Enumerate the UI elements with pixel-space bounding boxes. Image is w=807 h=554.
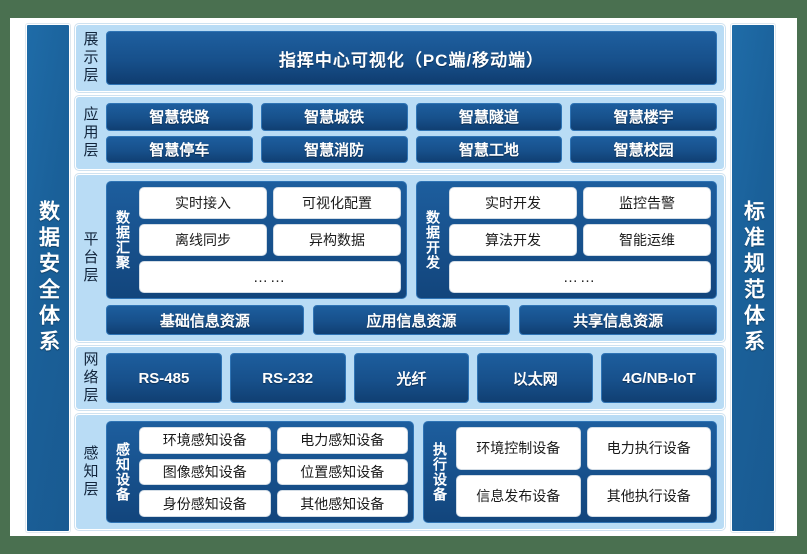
- layer-perception-label-text: 感知层: [81, 445, 99, 499]
- layer-network-label-text: 网络层: [81, 351, 99, 405]
- layer-platform: 平台层 数据汇聚 实时接入 可视化配置: [75, 174, 725, 342]
- layer-network-label: 网络层: [76, 347, 104, 409]
- network-item-rs232[interactable]: RS-232: [229, 353, 346, 403]
- app-item-smart-parking[interactable]: 智慧停车: [106, 135, 253, 163]
- group-data-aggregation-title-text: 数据汇聚: [115, 210, 131, 270]
- layer-display-label-text: 展示层: [81, 31, 99, 85]
- aggregation-item-heterogeneous-data[interactable]: 异构数据: [273, 224, 401, 256]
- resource-item-application-info[interactable]: 应用信息资源: [312, 305, 511, 335]
- actuator-row-2: 信息发布设备 其他执行设备: [456, 474, 712, 517]
- aggregation-row-3: ……: [139, 261, 401, 293]
- resource-item-shared-info[interactable]: 共享信息资源: [519, 305, 718, 335]
- layer-perception-body: 感知设备 环境感知设备 电力感知设备 图像感知设备 位置感知设备: [104, 415, 724, 529]
- group-data-development: 数据开发 实时开发 监控告警 算法开发 智能运维: [416, 181, 717, 299]
- app-item-smart-building[interactable]: 智慧楼宇: [570, 103, 717, 131]
- sensing-item-location[interactable]: 位置感知设备: [276, 458, 409, 486]
- sensing-item-environment[interactable]: 环境感知设备: [139, 427, 271, 454]
- network-item-rs485[interactable]: RS-485: [106, 353, 222, 403]
- app-item-smart-metro[interactable]: 智慧城铁: [260, 103, 408, 131]
- aggregation-item-visual-config[interactable]: 可视化配置: [273, 187, 401, 219]
- platform-groups: 数据汇聚 实时接入 可视化配置 离线同步 异构数据: [106, 181, 717, 299]
- actuator-item-environment-control[interactable]: 环境控制设备: [456, 427, 581, 470]
- development-item-realtime-dev[interactable]: 实时开发: [449, 187, 577, 219]
- group-data-aggregation-grid: 实时接入 可视化配置 离线同步 异构数据 ……: [139, 187, 401, 293]
- display-banner[interactable]: 指挥中心可视化（PC端/移动端）: [106, 31, 717, 85]
- sensing-item-identity[interactable]: 身份感知设备: [139, 490, 271, 518]
- group-data-aggregation: 数据汇聚 实时接入 可视化配置 离线同步 异构数据: [106, 181, 407, 299]
- layer-perception-label: 感知层: [76, 415, 104, 529]
- aggregation-item-offline-sync[interactable]: 离线同步: [139, 224, 267, 256]
- layer-application-label: 应用层: [76, 97, 104, 169]
- app-item-smart-railway[interactable]: 智慧铁路: [106, 103, 253, 131]
- pillar-data-security: 数据安全体系: [26, 24, 70, 532]
- actuator-item-other[interactable]: 其他执行设备: [586, 474, 712, 517]
- layer-platform-label-text: 平台层: [81, 231, 99, 285]
- layer-display-body: 指挥中心可视化（PC端/移动端）: [104, 25, 724, 91]
- development-item-more[interactable]: ……: [449, 261, 711, 293]
- layer-application-body: 智慧铁路 智慧城铁 智慧隧道 智慧楼宇 智慧停车 智慧消防 智慧工地 智慧校园: [104, 97, 724, 169]
- layer-platform-label: 平台层: [76, 175, 104, 341]
- network-item-4g-nbiot[interactable]: 4G/NB-IoT: [601, 353, 717, 403]
- network-item-ethernet[interactable]: 以太网: [477, 353, 594, 403]
- pillar-left-label: 数据安全体系: [36, 200, 60, 356]
- application-row-2: 智慧停车 智慧消防 智慧工地 智慧校园: [106, 135, 717, 163]
- actuator-row-1: 环境控制设备 电力执行设备: [456, 427, 712, 470]
- sensing-row-3: 身份感知设备 其他感知设备: [139, 490, 409, 518]
- aggregation-item-more[interactable]: ……: [139, 261, 401, 293]
- sensing-item-other[interactable]: 其他感知设备: [276, 490, 409, 518]
- network-item-fiber[interactable]: 光纤: [353, 353, 470, 403]
- group-actuator-devices-title: 执行设备: [429, 427, 451, 517]
- layer-application: 应用层 智慧铁路 智慧城铁 智慧隧道 智慧楼宇 智慧停车 智慧消防 智慧工地 智…: [75, 96, 725, 170]
- development-row-2: 算法开发 智能运维: [449, 224, 711, 256]
- layer-display-label: 展示层: [76, 25, 104, 91]
- group-actuator-devices-title-text: 执行设备: [432, 442, 449, 502]
- group-data-development-grid: 实时开发 监控告警 算法开发 智能运维 ……: [449, 187, 711, 293]
- sensing-row-2: 图像感知设备 位置感知设备: [139, 458, 409, 486]
- group-data-development-title-text: 数据开发: [425, 210, 441, 270]
- aggregation-item-realtime-access[interactable]: 实时接入: [139, 187, 267, 219]
- layer-application-label-text: 应用层: [81, 106, 99, 160]
- aggregation-row-1: 实时接入 可视化配置: [139, 187, 401, 219]
- sensing-item-image[interactable]: 图像感知设备: [139, 458, 271, 486]
- diagram-canvas: 数据安全体系 标准规范体系 展示层 指挥中心可视化（PC端/移动端） 应用层 智…: [10, 18, 797, 536]
- pillar-standards: 标准规范体系: [731, 24, 775, 532]
- application-row-1: 智慧铁路 智慧城铁 智慧隧道 智慧楼宇: [106, 103, 717, 131]
- development-item-monitor-alarm[interactable]: 监控告警: [583, 187, 711, 219]
- actuator-item-info-publishing[interactable]: 信息发布设备: [456, 474, 581, 517]
- resource-item-basic-info[interactable]: 基础信息资源: [106, 305, 304, 335]
- development-row-1: 实时开发 监控告警: [449, 187, 711, 219]
- group-actuator-devices: 执行设备 环境控制设备 电力执行设备 信息发布设备 其他执行设备: [423, 421, 717, 523]
- development-item-smart-ops[interactable]: 智能运维: [583, 224, 711, 256]
- layer-display: 展示层 指挥中心可视化（PC端/移动端）: [75, 24, 725, 92]
- layer-platform-body: 数据汇聚 实时接入 可视化配置 离线同步 异构数据: [104, 175, 724, 341]
- group-sensing-devices-title: 感知设备: [112, 427, 134, 517]
- sensing-item-power[interactable]: 电力感知设备: [276, 427, 409, 454]
- pillar-right-label: 标准规范体系: [741, 200, 765, 356]
- platform-resources-row: 基础信息资源 应用信息资源 共享信息资源: [106, 305, 718, 335]
- perception-groups: 感知设备 环境感知设备 电力感知设备 图像感知设备 位置感知设备: [106, 421, 717, 523]
- development-item-algorithm-dev[interactable]: 算法开发: [449, 224, 577, 256]
- sensing-row-1: 环境感知设备 电力感知设备: [139, 427, 409, 454]
- group-actuator-devices-grid: 环境控制设备 电力执行设备 信息发布设备 其他执行设备: [456, 427, 712, 517]
- group-data-aggregation-title: 数据汇聚: [112, 187, 134, 293]
- aggregation-row-2: 离线同步 异构数据: [139, 224, 401, 256]
- network-items-row: RS-485 RS-232 光纤 以太网 4G/NB-IoT: [106, 353, 717, 403]
- actuator-item-power-execution[interactable]: 电力执行设备: [586, 427, 712, 470]
- app-item-smart-campus[interactable]: 智慧校园: [570, 135, 717, 163]
- app-item-smart-firefighting[interactable]: 智慧消防: [260, 135, 408, 163]
- layer-stack: 展示层 指挥中心可视化（PC端/移动端） 应用层 智慧铁路 智慧城铁 智慧隧道 …: [75, 24, 725, 530]
- group-sensing-devices-grid: 环境感知设备 电力感知设备 图像感知设备 位置感知设备 身份感知设备 其他感知设…: [139, 427, 409, 518]
- app-item-smart-construction[interactable]: 智慧工地: [415, 135, 563, 163]
- development-row-3: ……: [449, 261, 711, 293]
- layer-perception: 感知层 感知设备 环境感知设备 电力感知设备: [75, 414, 725, 530]
- layer-network: 网络层 RS-485 RS-232 光纤 以太网 4G/NB-IoT: [75, 346, 725, 410]
- group-sensing-devices: 感知设备 环境感知设备 电力感知设备 图像感知设备 位置感知设备: [106, 421, 415, 523]
- layer-network-body: RS-485 RS-232 光纤 以太网 4G/NB-IoT: [104, 347, 724, 409]
- group-data-development-title: 数据开发: [422, 187, 444, 293]
- group-sensing-devices-title-text: 感知设备: [115, 442, 131, 502]
- app-item-smart-tunnel[interactable]: 智慧隧道: [415, 103, 563, 131]
